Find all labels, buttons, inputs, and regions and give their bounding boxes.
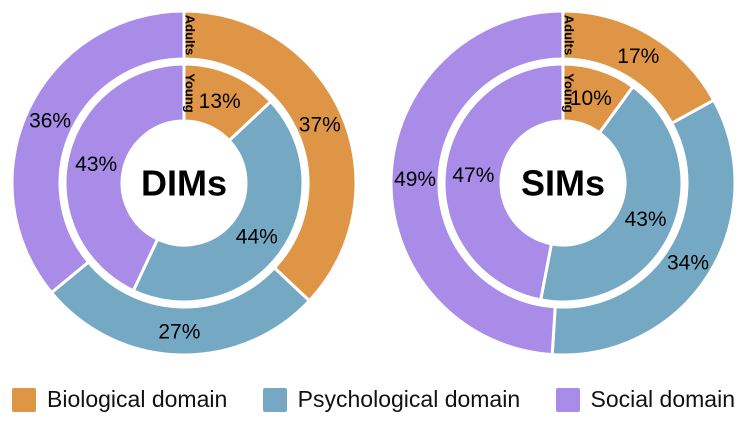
dims-ring-label-young: Young [182, 73, 197, 113]
dims-young-biological-value-label: 13% [199, 90, 241, 113]
sims-adults-social-value-label: 49% [394, 168, 436, 191]
dims-young-psychological-value-label: 44% [236, 225, 278, 248]
legend-swatch-psychological [262, 387, 287, 412]
dims-center-label: DIMs [141, 163, 227, 204]
dims-ring-label-adults: Adults [182, 15, 197, 55]
dims-adults-psychological-value-label: 27% [158, 320, 200, 343]
sims-center-label: SIMs [521, 163, 605, 204]
sims-young-psychological-segment [539, 85, 684, 304]
sims-adults-psychological-segment [550, 98, 737, 357]
legend-swatch-social [555, 387, 580, 412]
dims-young-psychological-segment [131, 100, 305, 304]
sims-young-psychological-value-label: 43% [625, 208, 667, 231]
legend-item-psychological: Psychological domain [262, 386, 521, 413]
sims-young-social-value-label: 47% [452, 164, 494, 187]
dims-adults-social-segment [10, 9, 186, 295]
legend-item-biological: Biological domain [12, 386, 227, 413]
sims-adults-biological-value-label: 17% [617, 45, 659, 68]
legend-swatch-biological [12, 387, 36, 412]
sims-ring-label-adults: Adults [561, 15, 576, 55]
chart-legend: Biological domain Psychological domain Soc… [0, 386, 745, 413]
sims-adults-social-segment [389, 9, 565, 357]
legend-label-social: Social domain [590, 386, 735, 412]
legend-label-biological: Biological domain [47, 386, 228, 412]
legend-label-psychological: Psychological domain [297, 386, 521, 412]
dims-adults-biological-value-label: 37% [299, 114, 341, 137]
sims-adults-psychological-value-label: 34% [667, 252, 709, 275]
legend-item-social: Social domain [555, 386, 735, 413]
dims-young-social-value-label: 43% [75, 153, 117, 176]
sims-young-social-segment [442, 62, 565, 302]
dims-adults-social-value-label: 36% [29, 109, 71, 132]
sims-young-biological-value-label: 10% [570, 87, 612, 110]
dims-young-social-segment [63, 62, 186, 293]
dims-adults-biological-segment [182, 9, 358, 303]
sims-ring-label-young: Young [561, 73, 576, 113]
